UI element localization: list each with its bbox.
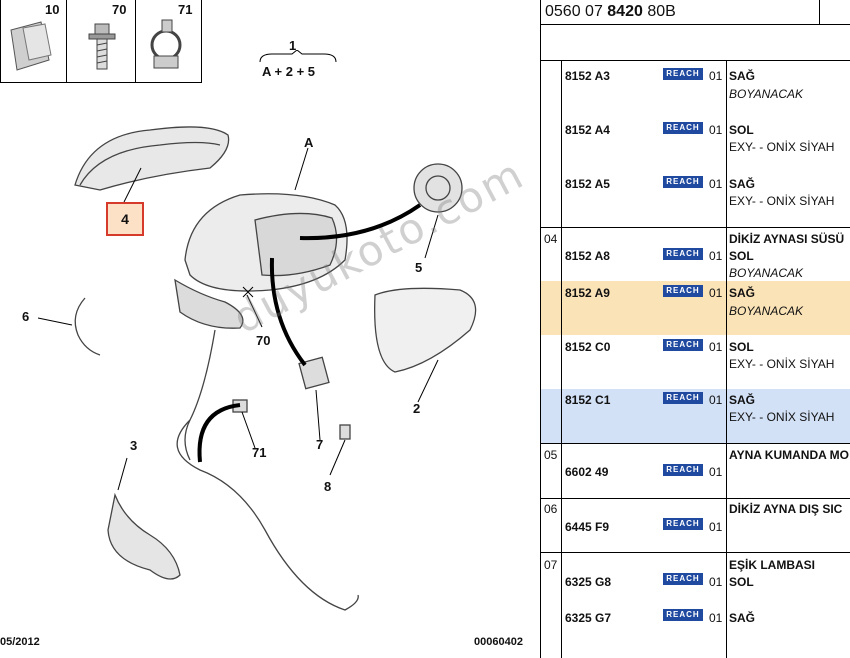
part-71-box[interactable]: 71 xyxy=(135,0,202,83)
parts-table: 0560 07 8420 80B 8152 A3 REACH 01 SAĞ BO… xyxy=(540,0,850,658)
screw-icon xyxy=(88,23,116,70)
part-code[interactable]: 6325 G7 xyxy=(565,611,612,625)
description: SOL xyxy=(729,575,754,589)
label-7: 7 xyxy=(316,437,324,452)
reach-badge: REACH xyxy=(663,285,703,297)
description: SOL xyxy=(729,340,754,354)
callout-4-label: 4 xyxy=(121,211,129,227)
reach-badge: REACH xyxy=(663,339,703,351)
group-separator xyxy=(541,227,850,228)
footer-code: 00060402 xyxy=(474,636,523,648)
quantity: 01 xyxy=(709,340,723,354)
quantity: 01 xyxy=(709,69,723,83)
part-71-number: 71 xyxy=(178,2,193,17)
part-code[interactable]: 6445 F9 xyxy=(565,520,610,534)
reach-badge: REACH xyxy=(663,392,703,404)
footer-date: 05/2012 xyxy=(0,636,40,648)
description: SAĞ xyxy=(729,69,756,83)
quantity: 01 xyxy=(709,575,723,589)
assembly-formula: A + 2 + 5 xyxy=(262,64,315,79)
part-code[interactable]: 8152 A3 xyxy=(565,69,610,83)
label-8: 8 xyxy=(324,479,332,494)
reach-badge: REACH xyxy=(663,518,703,530)
col-line-1 xyxy=(561,60,562,658)
group-separator xyxy=(541,552,850,553)
finish-note: BOYANACAK xyxy=(729,87,804,101)
finish-note: BOYANACAK xyxy=(729,266,804,280)
assembly-number: 1 xyxy=(289,38,297,53)
reach-badge: REACH xyxy=(663,609,703,621)
quantity: 01 xyxy=(709,465,723,479)
part-number-header: 0560 07 8420 80B xyxy=(541,0,850,25)
quantity: 01 xyxy=(709,611,723,625)
description: SAĞ xyxy=(729,286,756,300)
reach-badge: REACH xyxy=(663,68,703,80)
reach-badge: REACH xyxy=(663,573,703,585)
exploded-parts-diagram: 10 70 71 1 A + 2 + 5 xyxy=(0,0,532,648)
part-code[interactable]: 6602 49 xyxy=(565,465,609,479)
part-number-prefix: 0560 07 xyxy=(545,3,608,20)
part-code[interactable]: 8152 C1 xyxy=(565,393,611,407)
part-code[interactable]: 8152 A9 xyxy=(565,286,610,300)
part-code[interactable]: 8152 A8 xyxy=(565,249,610,263)
mirror-assembly-drawing xyxy=(37,126,477,611)
group-title: DİKİZ AYNASI SÜSÜ xyxy=(729,232,845,246)
reach-badge: REACH xyxy=(663,122,703,134)
label-2: 2 xyxy=(413,401,421,416)
group-number: 05 xyxy=(544,448,558,462)
label-70: 70 xyxy=(256,333,271,348)
callout-4[interactable]: 4 xyxy=(106,202,144,236)
group-number: 06 xyxy=(544,502,558,516)
group-separator xyxy=(541,498,850,499)
group-title: EŞİK LAMBASI xyxy=(729,558,816,572)
group-separator xyxy=(541,443,850,444)
header-divider xyxy=(819,0,820,24)
reach-badge: REACH xyxy=(663,176,703,188)
part-number-suffix: 80B xyxy=(642,3,676,20)
part-number-bold: 8420 xyxy=(607,3,643,20)
adhesive-pad-icon xyxy=(10,21,52,71)
quantity: 01 xyxy=(709,286,723,300)
part-10-number: 10 xyxy=(45,2,60,17)
header-spacer xyxy=(541,24,850,61)
label-71: 71 xyxy=(252,445,267,460)
description: SOL xyxy=(729,249,754,263)
quantity: 01 xyxy=(709,393,723,407)
part-70-box[interactable]: 70 xyxy=(66,0,136,83)
label-6: 6 xyxy=(22,309,30,324)
part-code[interactable]: 6325 G8 xyxy=(565,575,612,589)
part-70-number: 70 xyxy=(112,2,127,17)
finish-note: EXY- - ONİX SİYAH xyxy=(729,140,835,154)
description: SAĞ xyxy=(729,177,756,191)
assembly-bracket xyxy=(259,50,337,63)
label-5: 5 xyxy=(415,260,423,275)
description: SOL xyxy=(729,123,754,137)
quantity: 01 xyxy=(709,177,723,191)
part-code[interactable]: 8152 A4 xyxy=(565,123,610,137)
finish-note: EXY- - ONİX SİYAH xyxy=(729,357,835,371)
description: SAĞ xyxy=(729,611,756,625)
part-10-box[interactable]: 10 xyxy=(0,0,67,83)
finish-note: BOYANACAK xyxy=(729,304,804,318)
finish-note: EXY- - ONİX SİYAH xyxy=(729,410,835,424)
part-code[interactable]: 8152 A5 xyxy=(565,177,610,191)
cable-clip-icon xyxy=(150,19,182,69)
quantity: 01 xyxy=(709,249,723,263)
label-3: 3 xyxy=(130,438,138,453)
group-number: 04 xyxy=(544,232,558,246)
group-title: DİKİZ AYNA DIŞ SIC xyxy=(729,502,843,516)
group-number: 07 xyxy=(544,558,558,572)
reach-badge: REACH xyxy=(663,248,703,260)
finish-note: EXY- - ONİX SİYAH xyxy=(729,194,835,208)
part-number: 0560 07 8420 80B xyxy=(545,3,676,21)
reach-badge: REACH xyxy=(663,464,703,476)
group-title: AYNA KUMANDA MO xyxy=(729,448,849,462)
part-code[interactable]: 8152 C0 xyxy=(565,340,611,354)
description: SAĞ xyxy=(729,393,756,407)
quantity: 01 xyxy=(709,123,723,137)
col-line-2 xyxy=(726,60,727,658)
label-A: A xyxy=(304,135,314,150)
quantity: 01 xyxy=(709,520,723,534)
